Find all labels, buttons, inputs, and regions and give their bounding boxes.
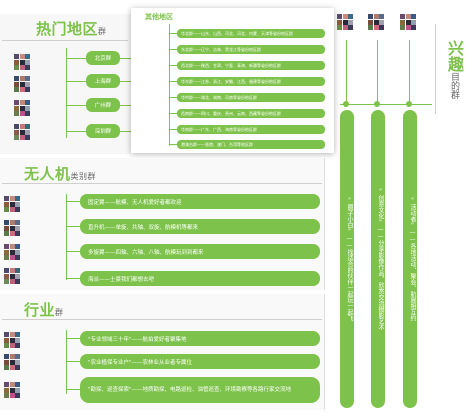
uav-connector [66, 278, 80, 279]
hot-connector [120, 105, 134, 106]
hot-connector [66, 58, 86, 59]
industry-connector [66, 338, 80, 339]
avatar-group [4, 354, 20, 370]
uav-title-underline [2, 183, 322, 184]
other-region-pill[interactable]: 华东群——江苏、浙江、安徽、江西、福建等省份地区群 [177, 77, 325, 86]
hot-title-suffix: 群 [98, 27, 107, 36]
other-regions-panel: 其他地区 华北群——山东、山西、河北、河北、内蒙、天津等省份地区群 东北群——辽… [131, 8, 334, 153]
interest-divider [435, 24, 436, 114]
industry-connector [66, 361, 80, 362]
industry-pill-aerial[interactable]: "专业领域三十年"——航拍爱好者聚集地 [80, 331, 320, 346]
avatar-group [337, 14, 353, 30]
city-pill-guangzhou[interactable]: 广州群 [86, 98, 120, 112]
city-pill-beijing[interactable]: 北京群 [86, 51, 120, 65]
avatar-group [4, 220, 20, 236]
other-connector [169, 113, 177, 114]
uav-connector [66, 194, 67, 280]
uav-pill-multirotor[interactable]: 多旋翼——四轴、六轴、八轴、航模玩到到都来 [80, 244, 320, 259]
interest-connector [409, 40, 410, 102]
industry-pill-survey[interactable]: "勘探、巡查探索"——地质勘探、电路巡检、油管巡查、环境勘察等各路行家交流地 [80, 377, 320, 403]
other-connector [169, 65, 177, 66]
other-connector [169, 49, 177, 50]
hot-connector [66, 131, 86, 132]
other-region-pill[interactable]: 东北群——辽宁、吉林、黑龙江等省份地区群 [177, 45, 325, 54]
avatar-group [14, 124, 30, 140]
avatar-group [400, 14, 416, 30]
avatar-group [4, 382, 20, 398]
city-pill-shanghai[interactable]: 上海群 [86, 74, 120, 88]
interest-connector [346, 40, 347, 102]
industry-pill-agriculture[interactable]: "农业植保专业户"——农林业从业者专属位 [80, 354, 320, 369]
other-connector [169, 144, 177, 145]
uav-pill-helicopter[interactable]: 直升机——单旋、共轴、双旋、航模机等都来 [80, 219, 320, 234]
avatar-group [368, 14, 384, 30]
avatar-group [4, 268, 20, 284]
other-connector [169, 129, 177, 130]
other-connector [169, 81, 177, 82]
interest-title-text: 兴趣 [445, 40, 464, 72]
interest-section-title: 兴趣目的群 [442, 40, 466, 99]
uav-section-title: 无人机类别群 [24, 163, 96, 184]
interest-connector [377, 40, 378, 102]
other-regions-title: 其他地区 [145, 13, 173, 21]
interest-node [406, 101, 412, 107]
hot-connector [120, 58, 134, 59]
interest-node [374, 101, 380, 107]
avatar-group [4, 332, 20, 348]
hot-connector [66, 48, 67, 138]
interest-title-suffix: 目的群 [449, 72, 459, 99]
other-region-pill[interactable]: 华中群——湖北、湖南、河南等省份地区群 [177, 93, 325, 102]
avatar-group [4, 244, 20, 260]
other-region-pill[interactable]: 华北群——山东、山西、河北、河北、内蒙、天津等省份地区群 [177, 29, 325, 38]
other-region-pill[interactable]: 华南群——广东、广西、海南等省份地区群 [177, 125, 325, 134]
avatar-group [14, 100, 30, 116]
hot-connector [66, 81, 86, 82]
other-connector [169, 97, 177, 98]
uav-connector [66, 251, 80, 252]
interest-pill-events[interactable]: "活动者"——各地活动、聚会、航展相互约 [403, 110, 417, 408]
hot-title-underline [2, 40, 128, 41]
interest-connector [340, 104, 432, 105]
other-region-pill[interactable]: 港澳台群——香港、澳门、台湾等地区群 [177, 140, 325, 149]
uav-title-suffix: 类别群 [70, 172, 97, 181]
interest-pill-newbie[interactable]: "圈子小白"——找适合的伙伴一起玩一起飞 [340, 110, 354, 408]
industry-connector [66, 389, 80, 390]
interest-node [343, 101, 349, 107]
industry-title-text: 行业 [24, 301, 56, 319]
industry-connector [66, 330, 67, 394]
other-connector [169, 33, 177, 34]
avatar-group [14, 76, 30, 92]
uav-pill-haipai[interactable]: 海派——土豪我们都想去吧 [80, 271, 320, 286]
hot-section-title: 热门地区群 [36, 18, 107, 39]
avatar-group [14, 54, 30, 70]
uav-title-text: 无人机 [24, 165, 71, 183]
uav-connector [66, 226, 80, 227]
uav-connector [66, 201, 80, 202]
hot-connector [120, 81, 134, 82]
other-region-pill[interactable]: 西北群——陕西、甘肃、宁夏、青海、新疆等省份地区群 [177, 61, 325, 70]
other-region-pill[interactable]: 西南群——四川、重庆、贵州、云南、西藏等省份地区群 [177, 109, 325, 118]
hot-connector [120, 131, 134, 132]
industry-section-title: 行业群 [24, 299, 64, 320]
interest-pill-creative[interactable]: "创意文化"——分享影像作品，欣赏交流摄影艺术 [371, 110, 385, 408]
avatar-group [4, 196, 20, 212]
hot-connector [66, 105, 86, 106]
city-pill-shenzhen[interactable]: 深圳群 [86, 124, 120, 138]
other-connector [169, 24, 170, 146]
hot-title-text: 热门地区 [36, 20, 99, 38]
uav-pill-fixed-wing[interactable]: 固定翼——航模、无人机爱好者都欢迎 [80, 194, 320, 209]
industry-title-underline [2, 319, 322, 320]
industry-title-suffix: 群 [55, 308, 64, 317]
